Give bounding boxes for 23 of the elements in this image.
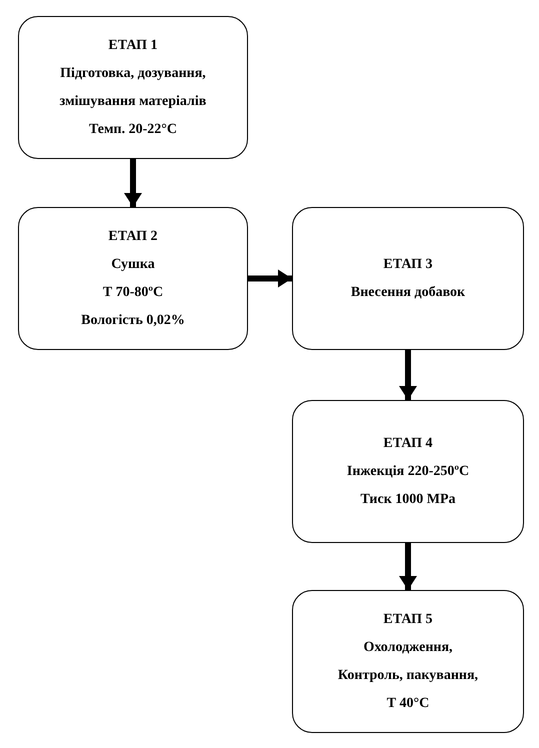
stage-text: Сушка [111, 256, 155, 274]
stage-text: Т 70-80ºС [102, 284, 164, 302]
stage-box [18, 207, 248, 350]
stage-title: ЕТАП 1 [108, 36, 158, 54]
stage-text: Охолодження, Контроль, пакування, Т 40°С [336, 638, 480, 712]
stage-box [292, 400, 524, 543]
stage-title: ЕТАП 4 [383, 434, 433, 452]
stage-box [18, 16, 248, 159]
stage-box [292, 207, 524, 350]
stage-title: ЕТАП 3 [383, 256, 433, 274]
stage-title: ЕТАП 5 [383, 610, 433, 628]
stage-text: Інжекція 220-250ºС [346, 462, 470, 480]
stage-box [292, 590, 524, 733]
arrow [248, 270, 292, 288]
arrow [399, 543, 417, 590]
stage-text: Тиск 1000 МРа [360, 490, 456, 508]
stage-text: Вологість 0,02% [81, 312, 185, 330]
stage-text: Внесення добавок [350, 284, 466, 302]
stage-text: Підготовка, дозування, змішування матеріалів [58, 64, 208, 110]
arrow [124, 159, 142, 207]
stage-title: ЕТАП 2 [108, 228, 158, 246]
arrow [399, 350, 417, 400]
stage-text: Темп. 20-22°С [89, 120, 177, 138]
